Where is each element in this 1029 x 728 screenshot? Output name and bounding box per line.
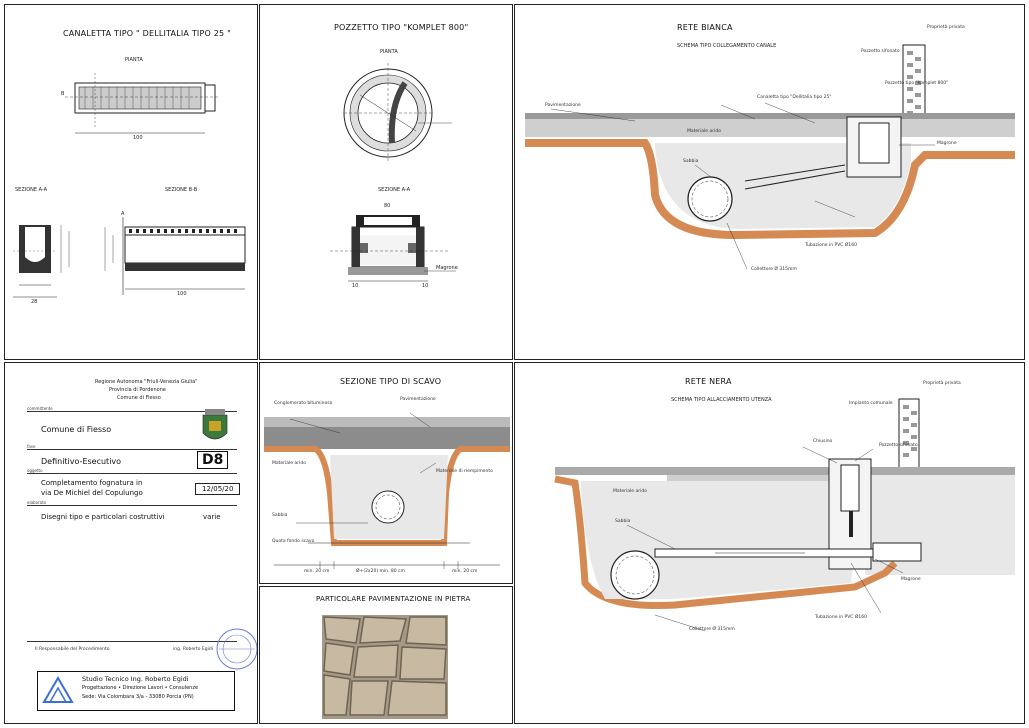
pozzetto-drawing [330, 63, 456, 282]
panel-titleblock: Regione Autonoma "Friuli-Venezia Giulia"… [4, 362, 258, 724]
tb-row-firme [27, 641, 237, 642]
pozzetto-dim-10b: 10 [422, 283, 429, 289]
rete-nera-subtitle: SCHEMA TIPO ALLACCIAMENTO UTENZA [671, 397, 772, 403]
rete-bianca-label-3: Pozzetto tipo "Komplet 800" [885, 81, 949, 86]
rete-nera-label-5: Tubazione in PVC Ø160 [815, 615, 867, 620]
tb-sig-right: ing. Roberto Egidi [173, 647, 213, 652]
rete-nera-label-6: Magrone [901, 577, 921, 582]
studio-line3: Sede: Via Colombara 3/a - 33080 Porcia (… [82, 694, 194, 700]
tb-row-oggetto: oggetto [27, 468, 237, 474]
panel-rete-nera: RETE NERA SCHEMA TIPO ALLACCIAMENTO UTEN… [514, 362, 1025, 724]
rete-nera-drawing [554, 398, 1015, 632]
rete-bianca-subtitle: SCHEMA TIPO COLLEGAMENTO CANALE [677, 43, 777, 49]
pietra-title: PARTICOLARE PAVIMENTAZIONE IN PIETRA [316, 595, 471, 603]
tb-row1: Comune di Fiesso [41, 425, 112, 434]
scavo-label-3: Sabbia [272, 513, 288, 518]
stone-paving-image [322, 615, 448, 719]
tb-row3-label: oggetto [27, 468, 43, 473]
studio-line2: Progettazione • Direzione Lavori • Consu… [82, 685, 199, 691]
pozzetto-title: POZZETTO TIPO "KOMPLET 800" [334, 23, 469, 32]
studio-logo-box: Studio Tecnico Ing. Roberto Egidi Proget… [37, 671, 235, 711]
canaletta-title: CANALETTA TIPO " DELLITALIA TIPO 25 " [63, 29, 231, 38]
tb-row3b: via De Michiel del Copulungo [41, 489, 143, 497]
rete-bianca-label-4: Collettore Ø 315mm [751, 267, 797, 272]
tb-row4: Disegni tipo e particolari costruttivi [41, 513, 165, 521]
pozzetto-sezione-label: SEZIONE A-A [378, 187, 411, 193]
tb-row4-label: elaborato [27, 500, 47, 505]
canaletta-dim-100b: 100 [177, 291, 187, 297]
scavo-label-5: Materiale di riempimento [436, 469, 493, 474]
canaletta-sez-bb: SEZIONE B-B [165, 187, 198, 193]
rete-bianca-label-1: Pozzetto sifonato [861, 49, 900, 54]
scavo-label-2: Materiale arido [272, 461, 306, 466]
scavo-title: SEZIONE TIPO DI SCAVO [340, 377, 442, 386]
canaletta-pianta-label: PIANTA [125, 57, 143, 63]
rete-bianca-label-7: Sabbia [683, 159, 699, 164]
panel-pozzetto: POZZETTO TIPO "KOMPLET 800" PIANTA SEZIO… [259, 4, 513, 360]
canaletta-dim-28: 28 [31, 299, 38, 305]
rete-bianca-label-9: Materiale arido [687, 129, 721, 134]
scavo-label-1: Pavimentazione [400, 397, 436, 402]
tb-row3a: Completamento fognatura in [41, 479, 143, 487]
comune-crest-icon [202, 409, 228, 440]
tb-comune-hdr: Comune di Fiesso [117, 395, 161, 401]
scavo-dim-mid: Ø+(2x20) min. 80 cm [356, 569, 405, 574]
tb-sig-left: Il Responsabile del Procedimento [35, 647, 110, 652]
tb-date: 12/05/20 [195, 483, 241, 495]
rete-nera-label-8: Materiale arido [613, 489, 647, 494]
rete-bianca-drawing [525, 44, 1015, 270]
rete-nera-label-7: Sabbia [615, 519, 631, 524]
scavo-dim-right: min. 20 cm [452, 569, 478, 574]
rete-nera-label-2: Chiusino [813, 439, 833, 444]
rete-nera-label-3: Pozzetto sifonato [879, 443, 918, 448]
pozzetto-magrone: Magrone [436, 265, 458, 271]
rete-bianca-label-5: Tubazione in PVC Ø160 [805, 243, 857, 248]
rete-bianca-label-6: Magrone [937, 141, 957, 146]
pozzetto-dim-80: 80 [384, 203, 391, 209]
tb-row-elaborato: elaborato [27, 500, 237, 506]
panel-pietra: PARTICOLARE PAVIMENTAZIONE IN PIETRA [259, 586, 513, 724]
panel-scavo: SEZIONE TIPO DI SCAVO Conglomerato bitum… [259, 362, 513, 584]
tb-committente-hdr: Regione Autonoma "Friuli-Venezia Giulia" [95, 379, 198, 385]
rete-nera-label-4: Collettore Ø 315mm [689, 627, 735, 632]
pozzetto-dim-10: 10 [352, 283, 359, 289]
panel-canaletta: CANALETTA TIPO " DELLITALIA TIPO 25 " PI… [4, 4, 258, 360]
canaletta-dim-100: 100 [133, 135, 143, 141]
stamp-seal-icon [216, 628, 257, 670]
tb-code: D8 [197, 451, 229, 469]
studio-line1: Studio Tecnico Ing. Roberto Egidi [82, 675, 189, 683]
rete-bianca-label-2: Canaletta tipo "Dellitalia tipo 25" [757, 95, 832, 100]
studio-logo-icon [42, 676, 74, 703]
rete-bianca-label-0: Proprietà privata [927, 25, 965, 30]
scavo-label-4: Quota fondo scavo [272, 539, 315, 544]
tb-provincia: Provincia di Pordenone [109, 387, 166, 393]
tb-row-committente: committente [27, 406, 237, 412]
tb-row-fase: fase [27, 444, 237, 450]
tb-row2-label: fase [27, 444, 36, 449]
scavo-drawing [264, 412, 510, 569]
rete-nera-label-1: Impianto comunale [849, 401, 893, 406]
scavo-label-0: Conglomerato bituminoso [274, 401, 333, 406]
canaletta-dim-b: B [61, 91, 65, 97]
panel-rete-bianca: RETE BIANCA SCHEMA TIPO COLLEGAMENTO CAN… [514, 4, 1025, 360]
canaletta-dim-a: A [121, 211, 125, 217]
canaletta-drawing [13, 73, 246, 298]
tb-row2: Definitivo-Esecutivo [41, 457, 122, 466]
rete-nera-title: RETE NERA [685, 377, 732, 386]
rete-bianca-label-8: Pavimentazione [545, 103, 581, 108]
canaletta-sez-aa: SEZIONE A-A [15, 187, 48, 193]
rete-nera-label-0: Proprietà privata [923, 381, 961, 386]
pozzetto-pianta-label: PIANTA [380, 49, 398, 55]
rete-bianca-title: RETE BIANCA [677, 23, 733, 32]
tb-scale: varie [203, 513, 221, 521]
tb-row1-label: committente [27, 406, 53, 411]
scavo-dim-left: min. 20 cm [304, 569, 330, 574]
